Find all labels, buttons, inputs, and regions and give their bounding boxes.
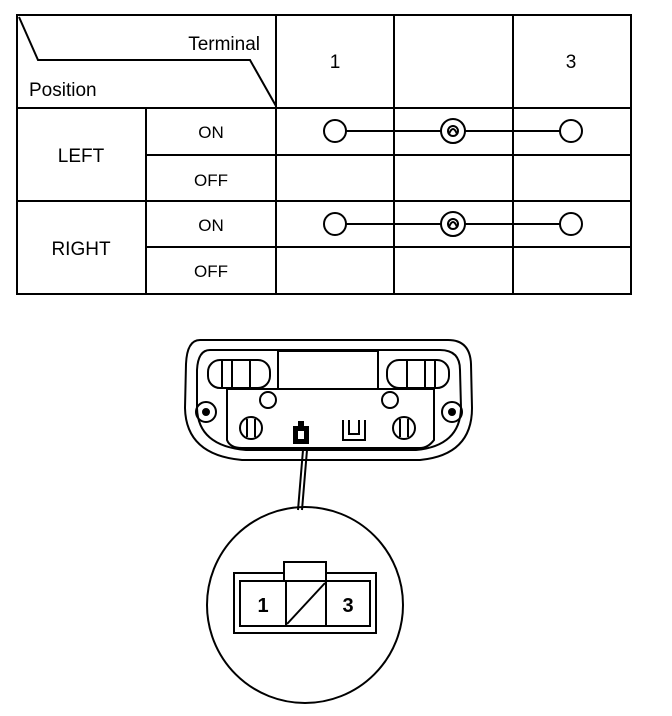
blank-pin-slash — [286, 582, 326, 625]
leader-line — [297, 449, 308, 511]
continuity-table — [16, 14, 632, 295]
right-off-label: OFF — [194, 262, 228, 281]
left-off-label: OFF — [194, 171, 228, 190]
header-diagonal — [18, 16, 277, 107]
housing-inner — [196, 349, 463, 451]
bulb-filament — [448, 221, 458, 228]
screw-right-icon — [441, 401, 463, 423]
continuity-right-on — [323, 211, 583, 237]
magnifier-circle — [206, 506, 404, 704]
dimple-right — [381, 391, 399, 409]
terminal-circle — [559, 212, 583, 236]
header-terminal-3: 3 — [566, 52, 577, 73]
switch-knob-icon — [342, 420, 366, 441]
center-tab — [277, 350, 379, 390]
right-on-label: ON — [198, 216, 224, 235]
screw-left-center — [202, 408, 210, 416]
bulb-inner — [447, 125, 459, 137]
base-plate — [226, 388, 435, 449]
housing-outer — [183, 339, 474, 461]
connector-magnified — [206, 506, 404, 704]
left-lens-clip — [231, 359, 251, 389]
connector-lock-tab — [283, 561, 327, 582]
header-position: Position — [29, 80, 97, 101]
position-right: RIGHT — [51, 239, 111, 260]
terminal-circle — [323, 212, 347, 236]
socket-right-icon — [392, 416, 416, 440]
bulb-filament — [448, 128, 458, 135]
left-on-label: ON — [198, 123, 224, 142]
right-lens-window — [386, 359, 450, 389]
screw-right-center — [448, 408, 456, 416]
position-left: LEFT — [58, 146, 105, 167]
header-terminal: Terminal — [188, 34, 260, 55]
socket-left-icon — [239, 416, 263, 440]
connector-pin-3: 3 — [342, 595, 353, 617]
left-lens-window — [207, 359, 271, 389]
dimple-left — [259, 391, 277, 409]
connector-pin-1: 1 — [257, 595, 268, 617]
screw-left-icon — [195, 401, 217, 423]
continuity-left-on — [323, 118, 583, 144]
light-housing — [183, 339, 474, 461]
terminal-circle — [323, 119, 347, 143]
bulb-inner — [447, 218, 459, 230]
right-lens-clip — [406, 359, 426, 389]
header-terminal-1: 1 — [330, 52, 341, 73]
terminal-circle — [559, 119, 583, 143]
